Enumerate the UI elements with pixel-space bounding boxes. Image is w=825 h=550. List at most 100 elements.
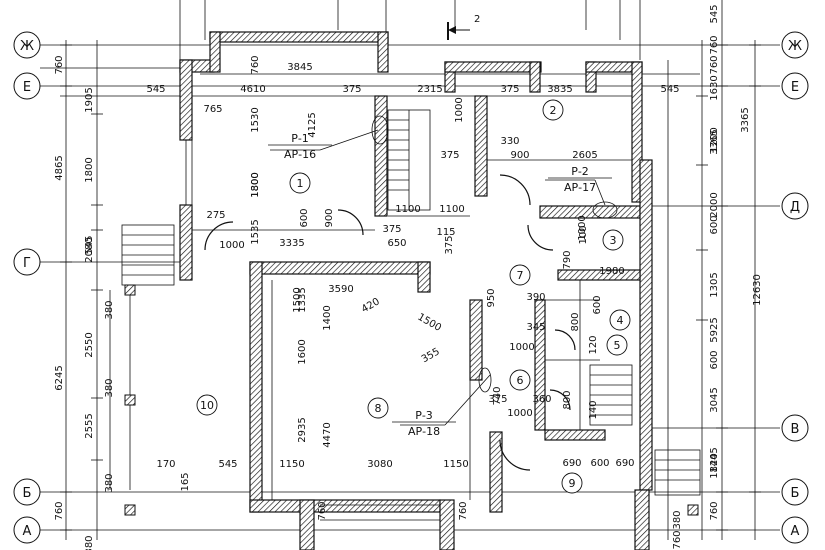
dim-interior-65: 600 <box>590 458 609 469</box>
dim-interior-24: 3335 <box>279 238 304 249</box>
dim-interior-23: 1535 <box>250 219 261 244</box>
dim-interior-47: 120 <box>588 335 599 354</box>
axis-label: А <box>791 524 800 539</box>
dim-interior-31: 1000 <box>577 215 588 240</box>
axis-label: Г <box>23 256 31 271</box>
dim-left-7: 2550 <box>84 332 95 357</box>
axis-bubble-right-4: Б <box>781 478 809 506</box>
dim-interior-41: 950 <box>486 288 497 307</box>
room-number: 9 <box>569 477 576 490</box>
dim-left-0: 760 <box>54 55 65 74</box>
dim-interior-36: 1335 <box>297 287 308 312</box>
dim-interior-50: 2935 <box>297 417 308 442</box>
dim-interior-37: 1400 <box>322 305 333 330</box>
dim-interior-26: 900 <box>324 208 335 227</box>
sheet-ref-1: Р-2АР-17 <box>548 165 612 194</box>
axis-bubble-right-1: Е <box>781 72 809 100</box>
section-marker: 2 <box>447 14 480 40</box>
dim-interior-70: 760 <box>672 530 683 549</box>
room-number: 3 <box>610 234 617 247</box>
dim-interior-71: 380 <box>84 535 95 550</box>
room-tag-9: 9 <box>561 472 583 494</box>
dim-right-7: 2000 <box>709 192 720 217</box>
dim-interior-4: 2315 <box>417 84 442 95</box>
dim-interior-30: 375 <box>444 235 455 254</box>
axis-bubble-right-3: В <box>781 414 809 442</box>
dim-right-4: 3365 <box>709 129 720 154</box>
room-number: 1 <box>297 177 304 190</box>
axis-label: Б <box>23 486 32 501</box>
dim-interior-9: 765 <box>203 104 222 115</box>
dim-left-1: 1905 <box>84 87 95 112</box>
dim-interior-60: 545 <box>218 459 237 470</box>
dim-interior-28: 650 <box>387 238 406 249</box>
dim-interior-49: 1600 <box>297 339 308 364</box>
dim-interior-54: 360 <box>532 394 551 405</box>
room-number: 7 <box>517 269 524 282</box>
dim-interior-44: 1000 <box>509 342 534 353</box>
dim-left-2: 4865 <box>54 155 65 180</box>
dim-interior-40: 1500 <box>415 312 443 334</box>
dim-interior-19: 1100 <box>395 204 420 215</box>
dim-right-9: 12630 <box>752 274 763 306</box>
dim-interior-22: 1000 <box>219 240 244 251</box>
dim-interior-58: 170 <box>156 459 175 470</box>
sheet-ref-top: Р-3 <box>415 409 433 422</box>
dim-interior-6: 3835 <box>547 84 572 95</box>
dim-interior-42: 390 <box>526 292 545 303</box>
dim-interior-2: 4610 <box>240 84 265 95</box>
section-marker-label: 2 <box>474 14 480 25</box>
axis-bubble-right-0: Ж <box>781 31 809 59</box>
dim-interior-33: 1980 <box>599 266 624 277</box>
dim-interior-45: 800 <box>570 312 581 331</box>
axis-label: А <box>23 524 32 539</box>
sheet-refs: Р-1АР-16Р-2АР-17Р-3АР-18 <box>268 132 612 438</box>
axis-bubble-left-3: Б <box>13 478 41 506</box>
room-number: 5 <box>614 339 621 352</box>
dim-left-5: 545 <box>84 235 95 254</box>
stairs <box>121 109 701 496</box>
dim-interior-62: 3080 <box>367 459 392 470</box>
dim-left-6: 6245 <box>54 365 65 390</box>
dim-left-9: 380 <box>104 300 115 319</box>
room-number: 6 <box>517 374 524 387</box>
room-tag-2: 2 <box>542 99 564 121</box>
dim-interior-69: 380 <box>672 510 683 529</box>
dim-interior-17: 2605 <box>572 150 597 161</box>
dim-right-16: 760 <box>709 501 720 520</box>
dim-left-11: 380 <box>104 473 115 492</box>
dim-interior-46: 600 <box>592 295 603 314</box>
room-tag-8: 8 <box>367 397 389 419</box>
axis-bubble-right-5: А <box>781 516 809 544</box>
dim-interior-25: 600 <box>299 208 310 227</box>
dim-interior-52: 740 <box>492 386 503 405</box>
dim-interior-59: 165 <box>180 472 191 491</box>
dim-right-12: 3045 <box>709 387 720 412</box>
dim-interior-63: 1150 <box>443 459 468 470</box>
room-number: 2 <box>550 104 557 117</box>
dim-right-14: 1445 <box>709 447 720 472</box>
dim-right-0: 545 <box>709 4 720 23</box>
dim-left-12: 760 <box>54 501 65 520</box>
dim-interior-5: 375 <box>500 84 519 95</box>
dim-interior-66: 690 <box>615 458 634 469</box>
dim-interior-18: 1800 <box>250 172 261 197</box>
dim-interior-10: 1530 <box>250 107 261 132</box>
dim-right-2: 1630 <box>709 75 720 100</box>
dim-interior-48: 355 <box>420 346 442 365</box>
dim-right-10: 1305 <box>709 272 720 297</box>
dim-right-15: 1820 <box>709 453 720 478</box>
dim-left-8: 2555 <box>84 413 95 438</box>
sheet-ref-bottom: АР-18 <box>408 425 440 438</box>
room-tag-7: 7 <box>509 264 531 286</box>
axis-bubble-left-4: А <box>13 516 41 544</box>
grid-lines <box>40 44 780 531</box>
dim-right-3: 760 <box>709 55 720 74</box>
dim-interior-34: 100 <box>578 225 589 244</box>
axis-bubble-left-1: Е <box>13 72 41 100</box>
dim-interior-55: 1000 <box>507 408 532 419</box>
axis-label: Е <box>23 80 31 95</box>
dim-interior-3: 375 <box>342 84 361 95</box>
dim-interior-39: 420 <box>360 296 382 315</box>
